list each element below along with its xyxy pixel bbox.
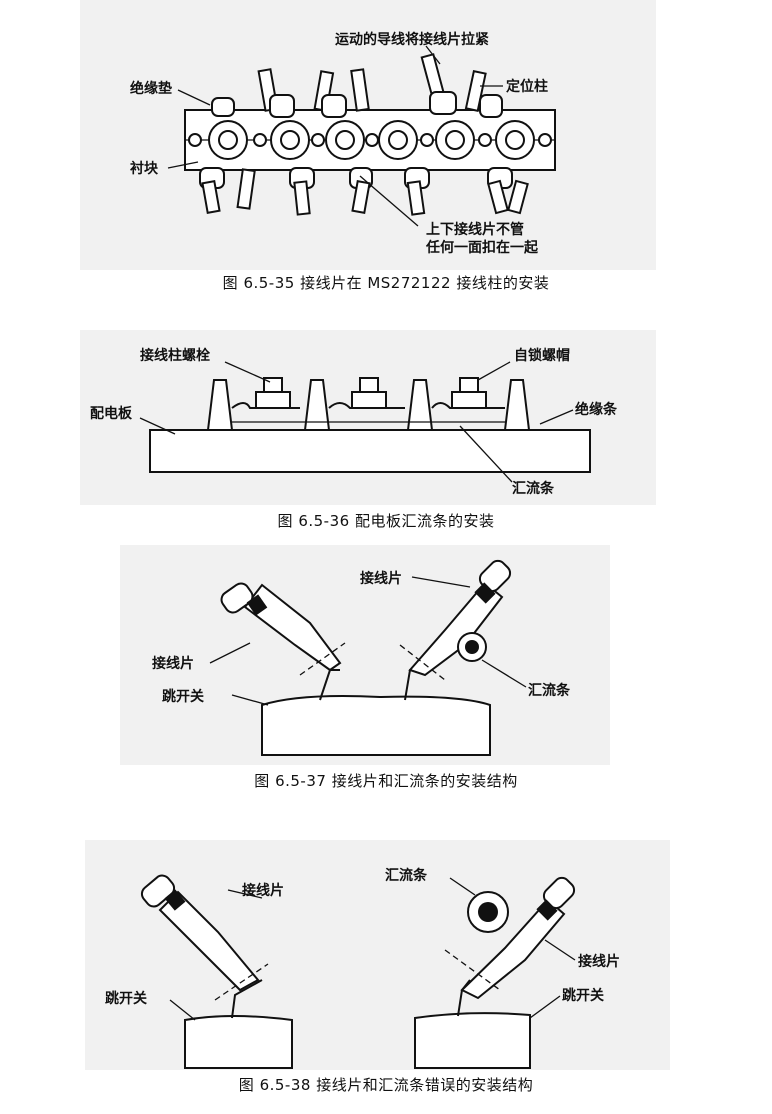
right-lug <box>408 581 504 677</box>
circuit-breaker-left <box>184 1015 293 1069</box>
label-locating-post: 定位柱 <box>506 78 548 95</box>
left-wire-end <box>140 874 176 908</box>
correct-installation-diagram: 接线片 接线片 跳开关 汇流条 <box>152 559 571 756</box>
label-insulating-pad: 绝缘垫 <box>130 80 172 97</box>
terminal-stud-diagram: 运动的导线将接线片拉紧 绝缘垫 定位柱 衬块 上下接线片不管 任何一面扣在一起 <box>130 31 556 256</box>
right-sleeve <box>474 582 496 604</box>
label-lug-right: 接线片 <box>360 570 402 587</box>
left-sleeve <box>246 594 268 616</box>
leader-busbar <box>481 659 527 688</box>
label-self-locking-nut: 自锁螺帽 <box>514 347 570 364</box>
circuit-breaker <box>261 695 491 756</box>
label-top: 运动的导线将接线片拉紧 <box>335 31 489 48</box>
figure-6-5-38: 汇流条 接线片 接线片 跳开关 跳开关 图 6.5-38 接线片和汇流条错误的安… <box>0 840 772 1114</box>
locating-hole <box>188 133 202 147</box>
stud-3 <box>325 120 365 160</box>
leader-left1 <box>177 89 211 106</box>
figure-background <box>80 330 656 505</box>
label-bottom-line2: 任何一面扣在一起 <box>425 239 539 256</box>
left-wire-end <box>220 582 254 614</box>
figure-6-5-36: 接线柱螺栓 自锁螺帽 配电板 绝缘条 汇流条 图 6.5-36 配电板汇流条的安… <box>0 330 772 545</box>
leader-breaker-right <box>529 995 561 1019</box>
stud-2 <box>270 120 310 160</box>
leader-breaker-left <box>169 999 196 1021</box>
left-terminal <box>231 979 263 1019</box>
leader-board <box>139 417 176 435</box>
label-lug-left: 接线片 <box>152 655 194 672</box>
nut-3 <box>451 377 487 409</box>
label-insulating-strip: 绝缘条 <box>575 401 618 418</box>
lower-wires <box>199 167 529 216</box>
locating-hole <box>478 133 492 147</box>
incorrect-installation-diagram: 汇流条 接线片 接线片 跳开关 跳开关 <box>105 867 620 1069</box>
label-breaker-left: 跳开关 <box>105 990 147 1007</box>
left-cut-line <box>214 963 269 1001</box>
left-lug <box>243 583 342 672</box>
caption-6-5-35: 图 6.5-35 接线片在 MS272122 接线柱的安装 <box>222 274 550 292</box>
label-distribution-board: 配电板 <box>90 405 133 422</box>
busbar-core <box>478 902 498 922</box>
label-busbar: 汇流条 <box>512 480 555 497</box>
leader-lug-left <box>227 889 263 899</box>
label-lug-left: 接线片 <box>242 882 284 899</box>
locating-hole <box>538 133 552 147</box>
stud-4 <box>378 120 418 160</box>
leader-lug-left <box>209 642 251 664</box>
label-spacer: 衬块 <box>130 160 159 177</box>
busbar-core <box>465 640 479 654</box>
locating-hole <box>365 133 379 147</box>
leader-top <box>425 45 441 65</box>
right-cut-line <box>444 949 501 991</box>
left-sleeve <box>164 889 186 911</box>
caption-6-5-37: 图 6.5-37 接线片和汇流条的安装结构 <box>254 772 518 790</box>
label-stud-bolt: 接线柱螺栓 <box>140 347 210 364</box>
stud-6 <box>495 120 535 160</box>
insulating-post <box>406 379 434 431</box>
leader-breaker <box>231 694 269 706</box>
label-busbar: 汇流条 <box>385 867 428 884</box>
label-bottom-line1: 上下接线片不管 <box>426 221 524 238</box>
nut-1 <box>255 377 291 409</box>
nut-2 <box>351 377 387 409</box>
locating-hole <box>420 133 434 147</box>
circuit-breaker-right <box>414 1012 531 1069</box>
leader-busbar <box>459 425 513 483</box>
insulating-post <box>503 379 531 431</box>
stud-1 <box>208 120 248 160</box>
insulating-post <box>206 379 234 431</box>
right-sleeve <box>536 899 558 921</box>
busbar <box>231 402 505 409</box>
insulating-post <box>303 379 331 431</box>
locating-hole <box>311 133 325 147</box>
distribution-board <box>149 429 591 473</box>
leader-bolt <box>224 361 271 383</box>
leader-busbar <box>449 877 476 896</box>
right-lug <box>460 898 566 1000</box>
leader-bottom <box>359 175 419 227</box>
label-breaker: 跳开关 <box>162 688 204 705</box>
upper-wires <box>211 53 503 118</box>
figure-6-5-37: 接线片 接线片 跳开关 汇流条 图 6.5-37 接线片和汇流条的安装结构 <box>0 545 772 800</box>
stud-5 <box>435 120 475 160</box>
leader-strip <box>539 409 574 425</box>
label-breaker-right: 跳开关 <box>562 987 604 1004</box>
left-lug <box>158 890 260 992</box>
leader-lug-right <box>544 939 576 961</box>
leader-nut <box>477 361 511 381</box>
busbar-board-diagram: 接线柱螺栓 自锁螺帽 配电板 绝缘条 汇流条 <box>90 347 618 497</box>
figure-background <box>85 840 670 1070</box>
label-busbar: 汇流条 <box>528 682 571 699</box>
caption-6-5-36: 图 6.5-36 配电板汇流条的安装 <box>277 512 495 530</box>
locating-hole <box>253 133 267 147</box>
label-lug-right: 接线片 <box>578 953 620 970</box>
leader-left2 <box>167 161 199 169</box>
figure-6-5-35: 运动的导线将接线片拉紧 绝缘垫 定位柱 衬块 上下接线片不管 任何一面扣在一起 … <box>0 0 772 300</box>
caption-6-5-38: 图 6.5-38 接线片和汇流条错误的安装结构 <box>238 1076 534 1094</box>
leader-lug-right <box>411 576 471 588</box>
